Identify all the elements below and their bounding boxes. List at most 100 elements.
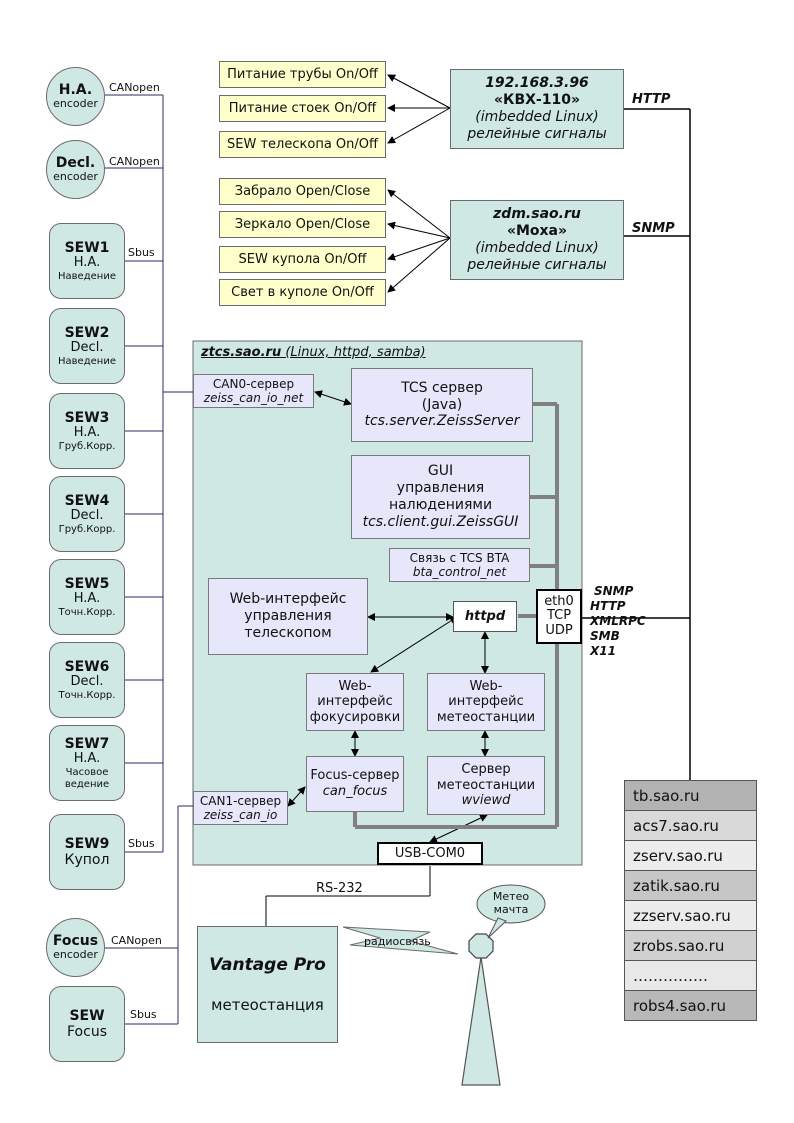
relay-tube-power-label: Питание трубы On/Off	[227, 66, 378, 82]
sew4-sub: Груб.Корр.	[58, 523, 116, 535]
sew4-node: SEW4 Decl. Груб.Корр.	[49, 476, 125, 552]
sew3-title: SEW3	[64, 409, 110, 426]
relay-stand-power-label: Питание стоек On/Off	[228, 100, 377, 116]
web-tel-l3: телескопом	[244, 624, 332, 641]
vantage-pro-station: Vantage Pro метеостанция	[197, 926, 338, 1043]
sew2-node: SEW2 Decl. Наведение	[49, 308, 125, 384]
mast-head-icon	[468, 933, 494, 959]
radio-link-icon	[342, 926, 459, 955]
eth-l3: UDP	[545, 622, 573, 638]
web-meteo: Web- интерфейс метеостанции	[427, 673, 545, 731]
meteo-mast-icon	[461, 956, 501, 1086]
sew3-node: SEW3 H.A. Груб.Корр.	[49, 393, 125, 469]
ha-encoder-sub: encoder	[53, 97, 98, 111]
sew4-title: SEW4	[64, 492, 110, 509]
relay-stand-power: Питание стоек On/Off	[219, 95, 386, 122]
ztcs-host: ztcs.sao.ru	[201, 345, 282, 360]
network-lines	[582, 108, 691, 780]
web-meteo-l3: метеостанции	[436, 709, 536, 725]
host-label: robs4.sao.ru	[633, 996, 727, 1015]
sew2-axis: Decl.	[70, 339, 104, 355]
eth0-interface: eth0 TCP UDP	[536, 589, 582, 644]
sew5-node: SEW5 H.A. Точн.Корр.	[49, 559, 125, 635]
web-focus: Web- интерфейс фокусировки	[306, 673, 404, 731]
decl-encoder-title: Decl.	[55, 155, 96, 172]
sew7-node: SEW7 H.A. Часовое ведение	[49, 725, 125, 801]
meteo-srv-l3: wviewd	[461, 793, 511, 809]
proto-snmp: SNMP	[594, 584, 634, 598]
can0-sub: zeiss_can_io_net	[203, 391, 304, 405]
sew3-sub: Груб.Корр.	[58, 440, 116, 452]
rs232-label: RS-232	[316, 881, 363, 896]
mast-label: Метео мачта	[480, 890, 542, 916]
sew2-title: SEW2	[64, 324, 110, 341]
kvx-name: «КВХ-110»	[493, 92, 581, 109]
mast-callout	[476, 884, 546, 924]
host-label: ……………	[633, 966, 708, 985]
sew7-title: SEW7	[64, 735, 110, 752]
web-meteo-l2: интерфейс	[448, 694, 524, 710]
can1-sub: zeiss_can_io	[203, 808, 278, 822]
gui-l1: GUI	[427, 463, 454, 480]
kvx110-controller: 192.168.3.96 «КВХ-110» (imbedded Linux) …	[450, 69, 624, 149]
can1-server: CAN1-сервер zeiss_can_io	[193, 791, 288, 825]
sew1-title: SEW1	[64, 239, 110, 256]
sew7-sub: Часовое ведение	[64, 767, 110, 790]
host-label: zserv.sao.ru	[633, 846, 723, 865]
host-item: acs7.sao.ru	[625, 811, 756, 841]
host-item: ……………	[625, 961, 756, 991]
sew-focus-node: SEW Focus	[49, 986, 125, 1062]
ha-encoder: H.A. encoder	[46, 67, 105, 126]
ha-canopen-label: CANopen	[109, 81, 160, 94]
focus-srv-l2: can_focus	[322, 784, 388, 799]
sew7-axis: H.A.	[73, 751, 101, 767]
tcs-l2: (Java)	[421, 396, 463, 413]
ztcs-desc: (Linux, httpd, samba)	[285, 345, 426, 360]
focus-encoder-sub: encoder	[53, 948, 98, 962]
can0-server: CAN0-сервер zeiss_can_io_net	[193, 374, 314, 408]
eth-l1: eth0	[544, 594, 574, 610]
host-label: zatik.sao.ru	[633, 876, 720, 895]
relay-dome-light: Свет в куполе On/Off	[219, 279, 386, 306]
sew6-axis: Decl.	[70, 673, 104, 689]
moxa-controller: zdm.sao.ru «Moxa» (imbedded Linux) релей…	[450, 200, 624, 280]
relay-visor: Забрало Open/Close	[219, 178, 386, 205]
bta-l2: bta_control_net	[412, 565, 507, 579]
sew9-title: SEW9	[64, 835, 110, 852]
sew6-sub: Точн.Корр.	[58, 689, 116, 701]
web-focus-l1: Web-	[338, 678, 372, 694]
usb-label: USB-COM0	[394, 845, 466, 861]
web-tel-l2: управления	[244, 608, 332, 625]
gui-l3: налюдениями	[388, 497, 493, 513]
sew5-sub: Точн.Корр.	[58, 606, 116, 618]
relay-mirror-label: Зеркало Open/Close	[234, 216, 371, 232]
kvx-protocol-label: HTTP	[632, 92, 671, 107]
kvx-ip: 192.168.3.96	[485, 75, 589, 92]
kvx-os: (imbedded Linux)	[475, 109, 599, 125]
moxa-ip: zdm.sao.ru	[493, 206, 581, 223]
moxa-desc: релейные сигналы	[467, 256, 607, 273]
sew9-node: SEW9 Купол	[49, 814, 125, 890]
ztcs-title: ztcs.sao.ru (Linux, httpd, samba)	[201, 345, 426, 360]
sew2-sub: Наведение	[58, 355, 116, 367]
decl-canopen-label: CANopen	[109, 155, 160, 168]
moxa-name: «Moxa»	[506, 223, 568, 240]
focus-encoder-title: Focus	[52, 933, 99, 950]
gui-client: GUI управления налюдениями tcs.client.gu…	[351, 455, 530, 539]
proto-smb: SMB	[590, 629, 620, 643]
web-tel-l1: Web-интерфейс	[229, 591, 347, 608]
proto-x11: X11	[590, 644, 616, 658]
host-label: acs7.sao.ru	[633, 816, 719, 835]
tcs-server: TCS сервер (Java) tcs.server.ZeissServer	[351, 368, 533, 442]
focus-srv-l1: Focus-сервер	[310, 768, 400, 784]
gui-l2: управления	[396, 480, 485, 497]
vantage-sub: метеостанция	[211, 995, 324, 1014]
relay-mirror: Зеркало Open/Close	[219, 211, 386, 238]
relay-dome-light-label: Свет в куполе On/Off	[231, 284, 374, 300]
vantage-title: Vantage Pro	[209, 955, 326, 976]
httpd-label: httpd	[464, 608, 506, 624]
web-telescope: Web-интерфейс управления телескопом	[208, 578, 368, 655]
sew1-node: SEW1 H.A. Наведение	[49, 223, 125, 299]
moxa-protocol-label: SNMP	[632, 221, 675, 236]
